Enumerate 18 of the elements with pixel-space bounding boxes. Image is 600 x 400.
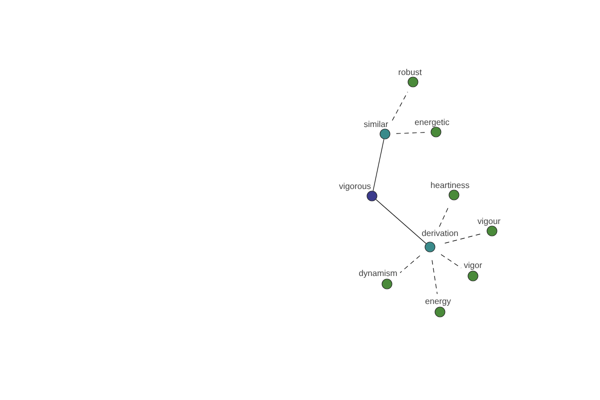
- connector-line: [400, 255, 420, 274]
- node-label: heartiness: [431, 182, 470, 188]
- node-label: derivation: [422, 230, 458, 236]
- connector-line: [432, 260, 438, 294]
- node-label: robust: [398, 68, 422, 76]
- node-label: dynamism: [359, 270, 397, 278]
- node-label: vigorous: [339, 182, 371, 191]
- connector-line: [372, 138, 384, 192]
- node-label: similar: [364, 120, 388, 128]
- connector-line: [444, 234, 482, 244]
- node-label: vigour: [478, 218, 500, 226]
- connector-line: [396, 132, 426, 134]
- node-label: energetic: [414, 118, 450, 127]
- node-label: energy: [425, 299, 451, 306]
- connector-line: [392, 92, 408, 121]
- connector-line: [376, 199, 426, 244]
- node-label: vigor: [464, 262, 482, 270]
- connector-line: [440, 254, 462, 268]
